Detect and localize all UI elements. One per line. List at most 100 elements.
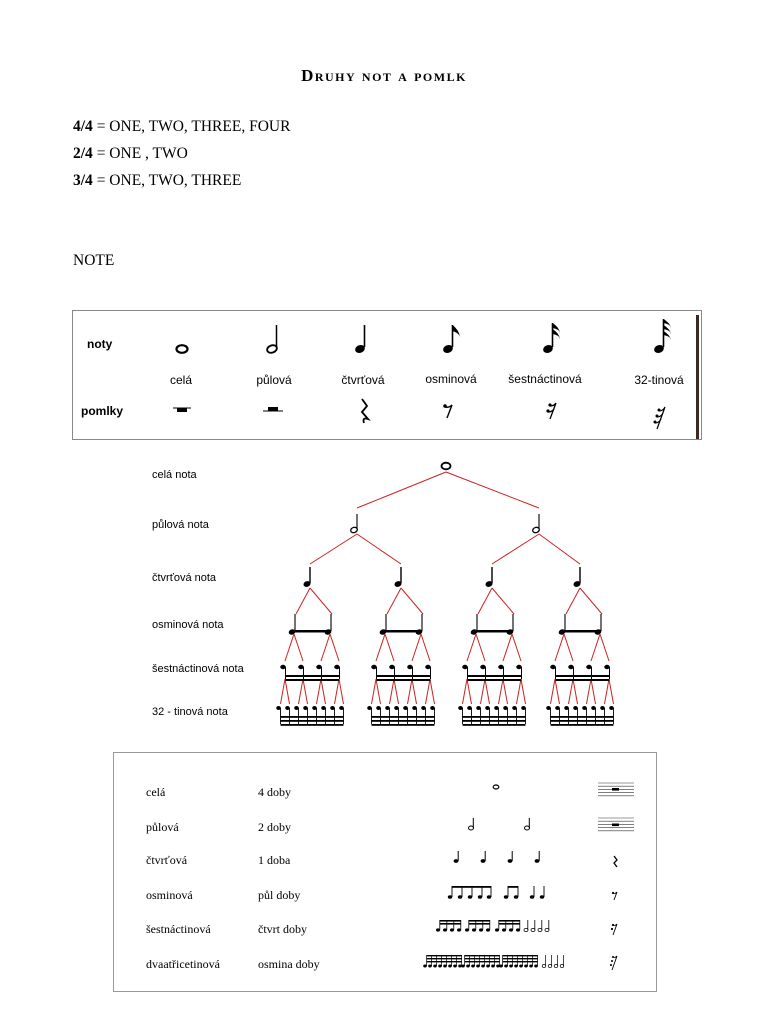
- rests-row-label: pomlky: [81, 404, 124, 418]
- tree-branch-line: [498, 678, 504, 705]
- quarter-note-icon: [303, 567, 311, 587]
- tree-level-label: 32 - tinová nota: [152, 706, 228, 718]
- tree-branch-line: [429, 678, 435, 705]
- tree-branch-line: [407, 678, 413, 705]
- tree-branch-line: [491, 533, 540, 565]
- tree-branch-line: [579, 587, 603, 615]
- duration-name: půlová: [146, 820, 179, 834]
- tree-level-label: půlová nota: [152, 519, 209, 531]
- tree-branch-line: [411, 678, 417, 705]
- quarter-note-icon: [394, 567, 402, 587]
- note-name: šestnáctinová: [508, 372, 582, 386]
- note-name: čtvrťová: [341, 373, 385, 387]
- tree-branch-line: [411, 633, 422, 662]
- eighth-rest-icon: [443, 404, 453, 419]
- half-rest-icon: [598, 817, 634, 832]
- tree-branch-line: [389, 678, 395, 705]
- quarter-rest-icon: [360, 398, 371, 424]
- quarter-rest-icon: [613, 855, 618, 868]
- tree-branch-line: [520, 678, 526, 705]
- beamed-thirty-second-notes: [276, 706, 344, 726]
- tree-branch-line: [599, 633, 610, 662]
- duration-name: celá: [146, 785, 166, 799]
- tree-branch-line: [284, 678, 290, 705]
- duration-beats: půl doby: [258, 888, 301, 902]
- note-name: celá: [169, 373, 192, 387]
- tree-branch-line: [466, 678, 472, 705]
- tree-branch-line: [590, 678, 596, 705]
- meter-signature: 3/4: [73, 172, 93, 189]
- meter-text: = ONE, TWO, THREE, FOUR: [92, 118, 291, 135]
- duration-beats: 4 doby: [258, 785, 291, 799]
- duration-name: čtvrťová: [146, 853, 188, 867]
- meter-text: = ONE , TWO: [92, 145, 188, 162]
- tree-branch-line: [309, 587, 333, 615]
- half-note-icon: [350, 514, 358, 534]
- duration-beats: čtvrt doby: [258, 922, 307, 936]
- meter-line: 3/4 = ONE, TWO, THREE: [73, 172, 241, 190]
- quarter-note-icon: [573, 567, 581, 587]
- beamed-sixteenth-notes: [280, 664, 340, 681]
- tree-branch-line: [309, 533, 358, 565]
- tree-branch-line: [590, 633, 601, 662]
- meter-line: 2/4 = ONE , TWO: [73, 145, 188, 163]
- tree-branch-line: [293, 633, 304, 662]
- tree-branch-line: [356, 533, 402, 565]
- whole-rest-icon: [598, 782, 634, 797]
- quarter-note-icon: [507, 851, 513, 863]
- half-note-icon: [524, 818, 530, 831]
- tree-branch-line: [477, 587, 493, 615]
- note-name: půlová: [256, 373, 292, 387]
- beamed-eighth-notes: [470, 614, 514, 635]
- tree-branch-line: [538, 533, 581, 565]
- whole-note-icon: [492, 784, 500, 790]
- thirty-second-notes-group: [423, 955, 565, 968]
- tree-branch-line: [554, 678, 560, 705]
- tree-branch-line: [338, 678, 344, 705]
- duration-beats: osmina doby: [258, 957, 320, 971]
- tree-branch-line: [371, 678, 377, 705]
- tree-branch-line: [565, 587, 581, 615]
- quarter-note-icon: [485, 567, 493, 587]
- tree-branch-line: [462, 678, 468, 705]
- tree-branch-line: [475, 633, 486, 662]
- tree-branch-line: [572, 678, 578, 705]
- tree-branch-line: [608, 678, 614, 705]
- thirty-second-rest-icon: [653, 406, 666, 430]
- notes-row-label: noty: [87, 337, 113, 351]
- meter-line: 4/4 = ONE, TWO, THREE, FOUR: [73, 118, 290, 136]
- meter-signature: 2/4: [73, 145, 93, 162]
- tree-branch-line: [445, 471, 540, 509]
- half-rest-icon: [263, 407, 283, 412]
- tree-branch-line: [466, 633, 477, 662]
- sixteenth-rest-icon: [610, 923, 618, 936]
- tree-branch-line: [554, 633, 565, 662]
- tree-branch-line: [334, 678, 340, 705]
- thirty-second-note-icon: [654, 319, 671, 353]
- eighth-note-icon: [443, 325, 460, 353]
- tree-branch-line: [550, 678, 556, 705]
- duration-name: dvaatřicetinová: [146, 957, 220, 971]
- beamed-eighth-notes: [558, 614, 602, 635]
- duration-name: šestnáctinová: [146, 922, 211, 936]
- tree-branch-line: [284, 633, 295, 662]
- tree-branch-line: [516, 678, 522, 705]
- note-name: 32-tinová: [634, 373, 684, 387]
- thirty-second-rest-icon: [610, 955, 618, 971]
- beamed-eighth-notes: [379, 614, 423, 635]
- tree-branch-line: [320, 633, 331, 662]
- page-title: Druhy not a pomlk: [301, 66, 467, 85]
- tree-branch-line: [568, 678, 574, 705]
- whole-note-icon: [175, 344, 189, 354]
- tree-branch-line: [400, 587, 424, 615]
- tree-branch-line: [502, 678, 508, 705]
- tree-branch-line: [484, 678, 490, 705]
- whole-note-icon: [440, 461, 452, 471]
- quarter-note-icon: [480, 851, 486, 863]
- tree-branch-line: [280, 678, 286, 705]
- beamed-thirty-second-notes: [367, 706, 435, 726]
- beamed-thirty-second-notes: [458, 706, 526, 726]
- tree-branch-line: [586, 678, 592, 705]
- sixteenth-note-icon: [543, 323, 560, 353]
- eighth-rest-icon: [611, 891, 618, 901]
